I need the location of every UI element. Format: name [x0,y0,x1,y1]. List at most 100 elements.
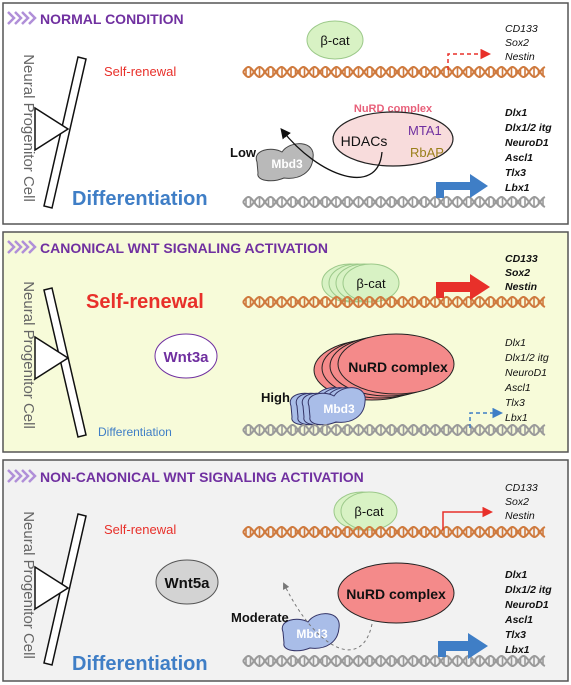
mta1-label: MTA1 [408,123,442,138]
side-label: Neural Progenitor Cell [20,281,37,429]
dissociation-arrow [280,127,383,179]
side-label: Neural Progenitor Cell [20,511,37,659]
gene-label: Sox2 [505,267,530,279]
dna-strand [242,296,546,308]
gene-label: Lbx1 [505,182,530,194]
gene-label: CD133 [505,23,538,35]
gene-label: Sox2 [505,496,529,508]
dna-helix-bottom [242,424,546,436]
bottom-genes-list: Dlx1 Dlx1/2 itg NeuroD1 Ascl1 Tlx3 Lbx1 [504,107,555,194]
gene-label: Dlx1 [505,107,527,119]
dna-helix-top [242,526,546,538]
gene-label: Dlx1 [505,569,527,581]
nurd-complex-shape [337,562,455,624]
gene-label: Tlx3 [505,167,526,179]
chevron-icon [7,11,37,25]
panel-title: CANONICAL WNT SIGNALING ACTIVATION [40,240,328,256]
wnt3a-label: Wnt3a [164,349,210,366]
fulcrum-icon [34,565,70,611]
panel-noncanonical-wnt: NON-CANONICAL WNT SIGNALING ACTIVATION N… [2,459,569,682]
beta-catenin-label: β-cat [320,33,350,48]
dna-helix-top [242,66,546,78]
fulcrum-icon [34,335,70,381]
gene-label: Dlx1/2 itg [505,122,552,134]
panel-frame [2,231,569,453]
gene-label: Nestin [505,281,537,293]
dna-strand [242,424,546,436]
dna-strand [242,296,546,308]
nurd-complex-shape [332,111,454,167]
balance-seesaw [34,287,87,438]
strong-transcription-arrow [438,633,488,659]
dna-helix-bottom [242,655,546,667]
differentiation-label: Differentiation [98,425,172,439]
differentiation-label: Differentiation [72,188,208,210]
gene-label: Ascl1 [504,152,533,164]
level-label: Moderate [231,610,289,625]
dna-strand [242,655,546,667]
mbd3-stack [289,387,366,426]
panel-title: NORMAL CONDITION [40,11,184,27]
gene-label: Nestin [505,51,535,63]
gene-label: NeuroD1 [505,599,549,611]
gene-label: Dlx1/2 itg [505,584,552,596]
gene-label: NeuroD1 [505,367,547,379]
wnt5a-label: Wnt5a [165,575,211,592]
self-renewal-label: Self-renewal [104,64,176,79]
dna-strand [242,196,546,208]
level-label: Low [230,145,257,160]
gene-label: NeuroD1 [505,137,549,149]
nurd-complex-stack [313,333,455,401]
beta-catenin-stack [333,491,398,531]
nurd-complex-label: NuRD complex [348,359,448,375]
dna-strand [242,66,546,78]
mbd3-label: Mbd3 [323,402,355,416]
balance-beam [43,56,87,209]
wnt5a-ligand [155,559,219,605]
chevron-icon [7,469,37,483]
level-label: High [261,390,290,405]
moderate-transcription-arrow [442,506,493,530]
mbd3-shape [281,613,340,652]
nurd-complex-label: NuRD complex [346,586,446,602]
gene-label: Dlx1/2 itg [505,352,549,364]
gene-label: Lbx1 [505,412,528,424]
mbd3-label: Mbd3 [296,627,328,641]
gene-label: Lbx1 [505,644,530,656]
mbd3-label: Mbd3 [271,157,303,171]
dna-strand [242,66,546,78]
balance-seesaw [34,513,87,666]
balance-beam [43,287,87,438]
side-label: Neural Progenitor Cell [20,54,37,202]
beta-catenin-label: β-cat [354,504,384,519]
top-genes-list: CD133 Sox2 Nestin [505,482,541,522]
wnt3a-ligand [154,333,218,379]
strong-transcription-arrow [436,274,490,300]
beta-catenin-shape [306,20,364,60]
gene-label: CD133 [505,482,538,494]
weak-transcription-arrow [447,48,491,70]
differentiation-label: Differentiation [72,653,208,675]
self-renewal-label: Self-renewal [104,522,176,537]
panel-normal: NORMAL CONDITION Neural Progenitor Cell … [2,2,569,225]
gene-label: Ascl1 [504,614,533,626]
bottom-genes-list: Dlx1 Dlx1/2 itg NeuroD1 Ascl1 Tlx3 Lbx1 [504,569,555,656]
beta-catenin-label: β-cat [356,276,386,291]
panel-canonical-wnt: CANONICAL WNT SIGNALING ACTIVATION Neura… [2,231,569,453]
dna-strand [242,526,546,538]
panel-title: NON-CANONICAL WNT SIGNALING ACTIVATION [40,469,364,485]
nurd-complex-label: NuRD complex [354,103,433,115]
dna-helix-top [242,296,546,308]
dna-helix-bottom [242,196,546,208]
gene-label: Sox2 [505,37,529,49]
gene-label: CD133 [505,253,538,265]
bottom-genes-list: Dlx1 Dlx1/2 itg NeuroD1 Ascl1 Tlx3 Lbx1 [504,337,552,424]
chevron-icon [7,240,37,254]
mbd3-shape [255,143,314,182]
gene-label: Dlx1 [505,337,526,349]
top-genes-list: CD133 Sox2 Nestin [505,23,541,63]
strong-transcription-arrow [436,174,488,198]
beta-catenin-stack [321,263,400,303]
dna-strand [242,424,546,436]
